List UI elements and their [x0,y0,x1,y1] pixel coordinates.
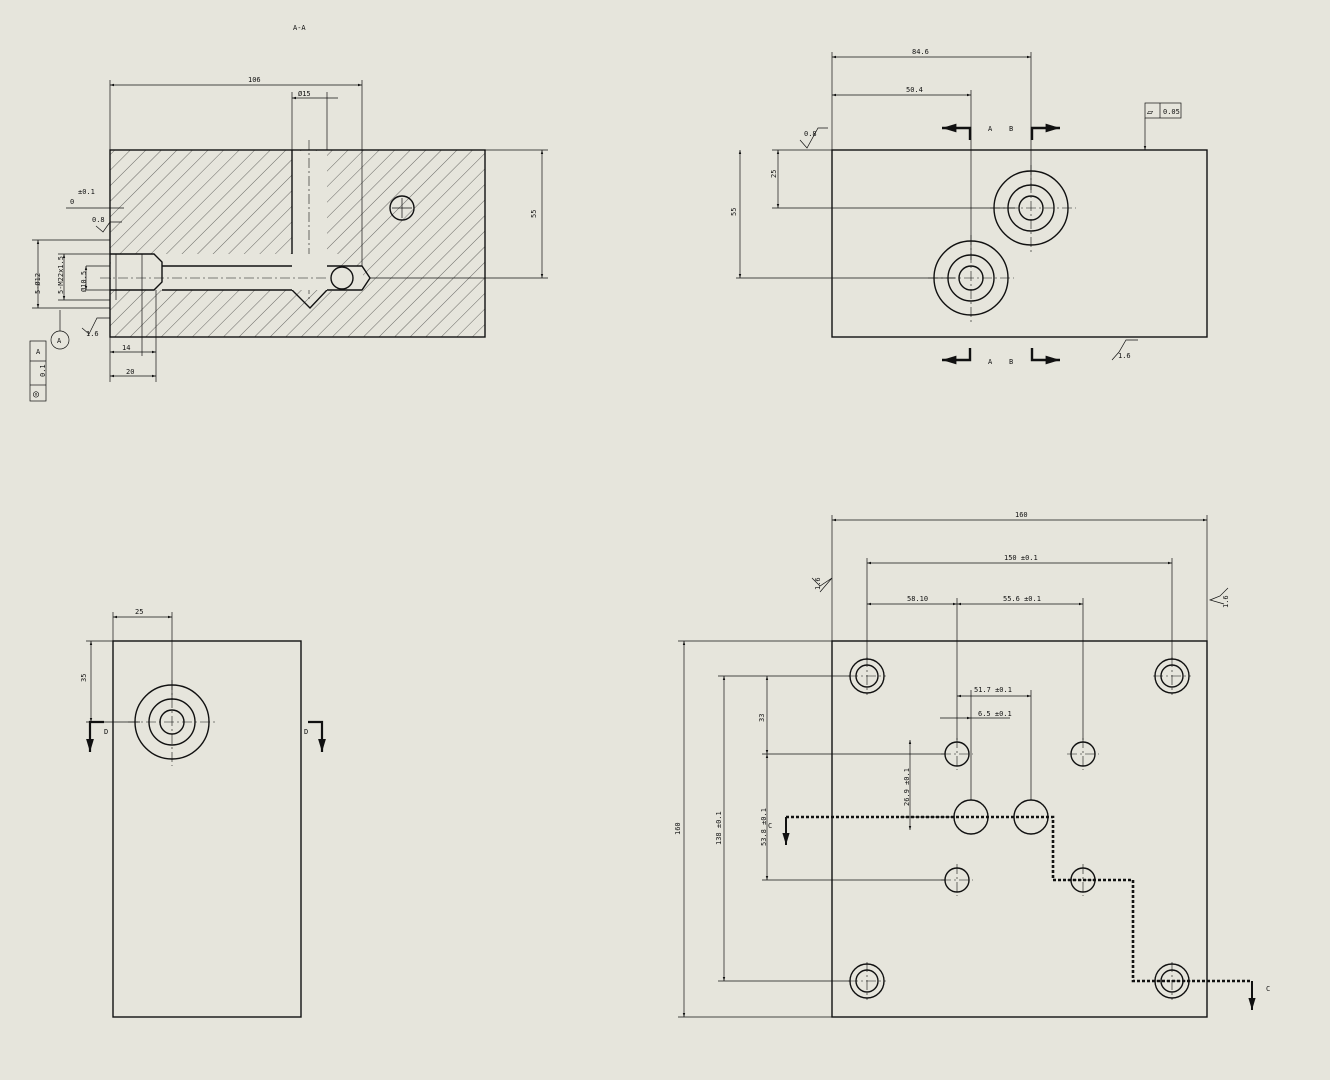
dim-holes-w: 150 ±0.1 [1004,554,1038,562]
plan-body [831,640,1208,1018]
roughness-symbol [1111,339,1138,361]
dim-y: 35 [80,674,88,682]
dim-y3: 26.9 ±0.1 [903,768,911,806]
dim-overall-w: 160 [1015,511,1028,519]
fcf-symbol: ◎ [33,389,39,400]
dim-tol-lower: 0 [70,198,74,206]
dim-port-inner: Ø10.5 [80,271,88,292]
horizontal-bore [111,254,341,290]
dim-x2: 55.6 ±0.1 [1003,595,1041,603]
section-label-c: C [1266,985,1270,993]
plan-view: C C 160 150 ±0.1 58.10 55.6 ±0.1 51.7 ±0… [674,511,1270,1018]
dim-height: 55 [530,210,538,218]
section-title: A-A [293,24,306,32]
section-label-d: D [304,728,308,736]
dim-y2: 53.8 ±0.1 [760,808,768,846]
front-view: 84.6 50.4 25 55 0.8 1.6 ▱ 0.05 A B [730,48,1208,366]
roughness-symbol [811,577,833,593]
roughness-value: 0.8 [92,216,105,224]
dim-holes-h: 138 ±0.1 [715,811,723,845]
dim-z1: 25 [770,170,778,178]
roughness-symbol [81,317,110,335]
section-label-b: B [1009,358,1013,366]
dim-bore-dia: Ø15 [298,90,311,98]
section-label-b: B [1009,125,1013,133]
dim-z2: 55 [730,208,738,216]
dim-width: 84.6 [912,48,929,56]
section-label-a: A [988,358,993,366]
dim-port-thread: 5-M22x1.5 [57,256,65,294]
cross-hole [330,266,354,290]
section-line-c [786,815,1252,983]
dim-height: 160 [674,822,682,835]
dim-port-outer: 5-Ø12 [34,273,42,294]
roughness-symbol [1208,587,1229,605]
fcf-datum: A [36,348,41,356]
side-view: 25 35 D D [80,608,326,1018]
dim-tol-upper: ±0.1 [78,188,95,196]
dim-y1: 33 [758,714,766,722]
mounting-holes [848,657,1191,1000]
dim-offset: 50.4 [906,86,923,94]
dim-depth2: 20 [126,368,134,376]
roughness-symbol [95,221,122,233]
dim-depth1: 14 [122,344,130,352]
port-holes [941,738,1099,896]
feature-control-frame: ◎ 0.1 A [29,340,47,402]
section-arrows-bottom: A B [942,348,1060,366]
dim-width: 106 [248,76,261,84]
dim-x4: 6.5 ±0.1 [978,710,1012,718]
datum-a-label: A [57,337,62,345]
dim-x3: 51.7 ±0.1 [974,686,1012,694]
section-label-a: A [988,125,993,133]
section-label-d: D [104,728,108,736]
section-arrows-top: A B [942,123,1060,140]
flatness-frame: ▱ 0.05 [1143,102,1182,150]
roughness-value: 1.6 [1222,595,1230,608]
dim-x: 25 [135,608,143,616]
roughness-value: 0.8 [804,130,817,138]
roughness-symbol [799,127,828,149]
flatness-value: 0.05 [1163,108,1180,116]
roughness-value: 1.6 [86,330,99,338]
dim-x1: 58.10 [907,595,928,603]
section-view-a-a: A-A 106 Ø15 55 ±0.1 0 [29,24,548,402]
side-hole [389,195,415,221]
flatness-symbol: ▱ [1147,107,1153,118]
side-body [112,640,302,1018]
front-body [831,149,1208,338]
roughness-value: 1.6 [814,577,822,590]
fcf-value: 0.1 [39,364,47,377]
roughness-value: 1.6 [1118,352,1131,360]
section-label-c: C [768,822,772,830]
